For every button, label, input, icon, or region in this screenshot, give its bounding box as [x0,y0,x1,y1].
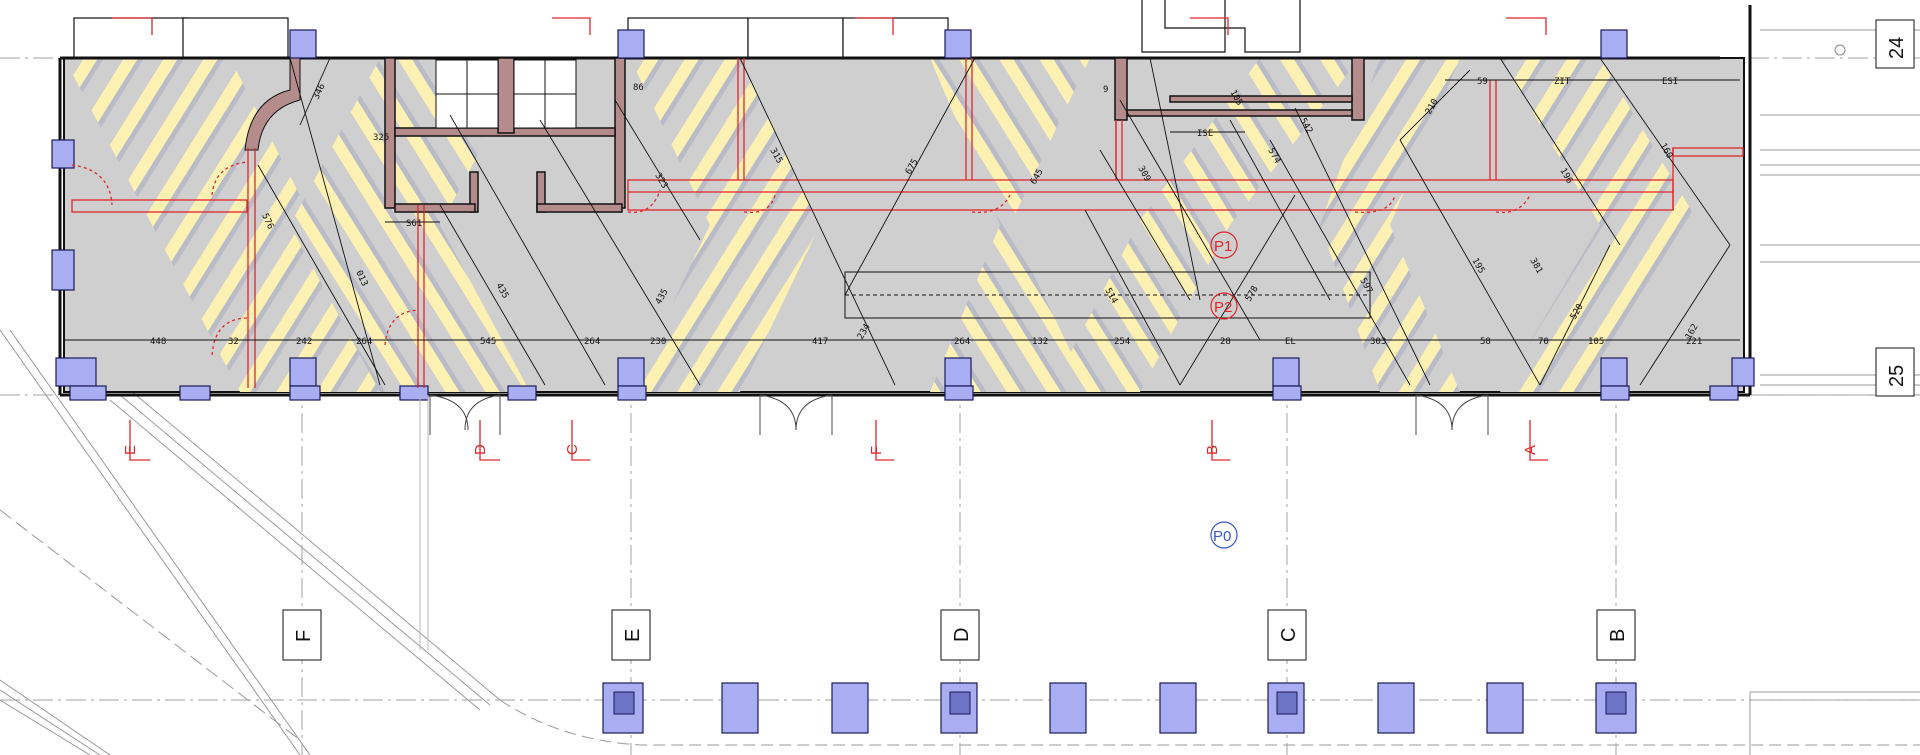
hatch-bands [64,58,1700,392]
dim-label: EL [1285,337,1296,347]
dim-label: 264 [356,337,372,347]
dim-label: 254 [1114,337,1130,347]
grid-tag-b: B [1607,629,1629,642]
dim-label: 448 [150,337,166,347]
section-tag-c: C [564,444,581,455]
dim-label: S61 [406,219,422,229]
dim-label: 9 [1103,85,1108,95]
grid-tag-24: 24 [1886,37,1908,59]
red-services [71,58,1744,388]
column-cores [613,691,1627,715]
section-tag-a: A [1522,445,1539,455]
dim-label: 242 [296,337,312,347]
dim-label: 58 [1480,337,1491,347]
curved-wall [244,57,301,151]
dim-label: 303 [1370,337,1386,347]
dim-label: 132 [1032,337,1048,347]
p0-marker: P0 [1213,528,1231,545]
doors [419,394,1489,650]
dim-label: 105 [1588,337,1604,347]
section-tag-b: B [1204,445,1221,455]
p2-marker-circle [1210,292,1238,320]
section-tag-e: E [122,445,139,455]
grid-tag-labels-bottom: F E D C B [293,628,1629,642]
dim-label: ESI [1662,77,1678,87]
p1-marker-circle [1210,231,1238,259]
dim-label: 264 [584,337,600,347]
perimeter-columns [51,29,1755,401]
grid-tags-right [1875,19,1915,397]
toilet-block [384,57,1365,213]
top-rooms [73,0,1301,59]
toilet-cubicles [435,59,577,129]
dim-label: 32 [228,337,239,347]
p0-marker-circle [1210,521,1238,549]
grid-tag-c: C [1278,628,1300,642]
dim-label: 70 [1538,337,1549,347]
section-tags: E D C F B A [122,444,1539,455]
dim-label: 59 [1477,77,1488,87]
dim-label: 417 [812,337,828,347]
dim-label: 230 [650,337,666,347]
section-tag-f: F [868,446,885,455]
dim-label: 86 [633,83,644,93]
bottom-columns [602,682,1637,734]
grid-tag-d: D [951,628,973,642]
dim-label: 264 [954,337,970,347]
survey-point-icon [1834,44,1846,56]
section-tag-d: D [472,444,489,455]
dim-label: ZIT [1554,77,1571,87]
dim-label: 545 [480,337,496,347]
grid-tag-e: E [622,629,644,642]
section-markers [112,17,1548,461]
outer-walls [58,5,1752,397]
dim-label: 221 [1686,337,1702,347]
grid-tag-labels-right: 24 25 [1886,37,1908,387]
grid-tag-25: 25 [1886,365,1908,387]
grid-tag-f: F [293,630,315,642]
grid-tags-bottom [282,609,1636,661]
p1-marker: P1 [1214,238,1232,255]
dim-label: 325 [373,133,389,143]
dim-label: 28 [1220,337,1231,347]
point-markers: P1 P2 P0 [1210,231,1238,549]
dim-label: ISE [1197,129,1213,139]
dimension-lines [64,57,1740,386]
p2-marker: P2 [1214,299,1232,316]
site-linework [0,29,1920,755]
